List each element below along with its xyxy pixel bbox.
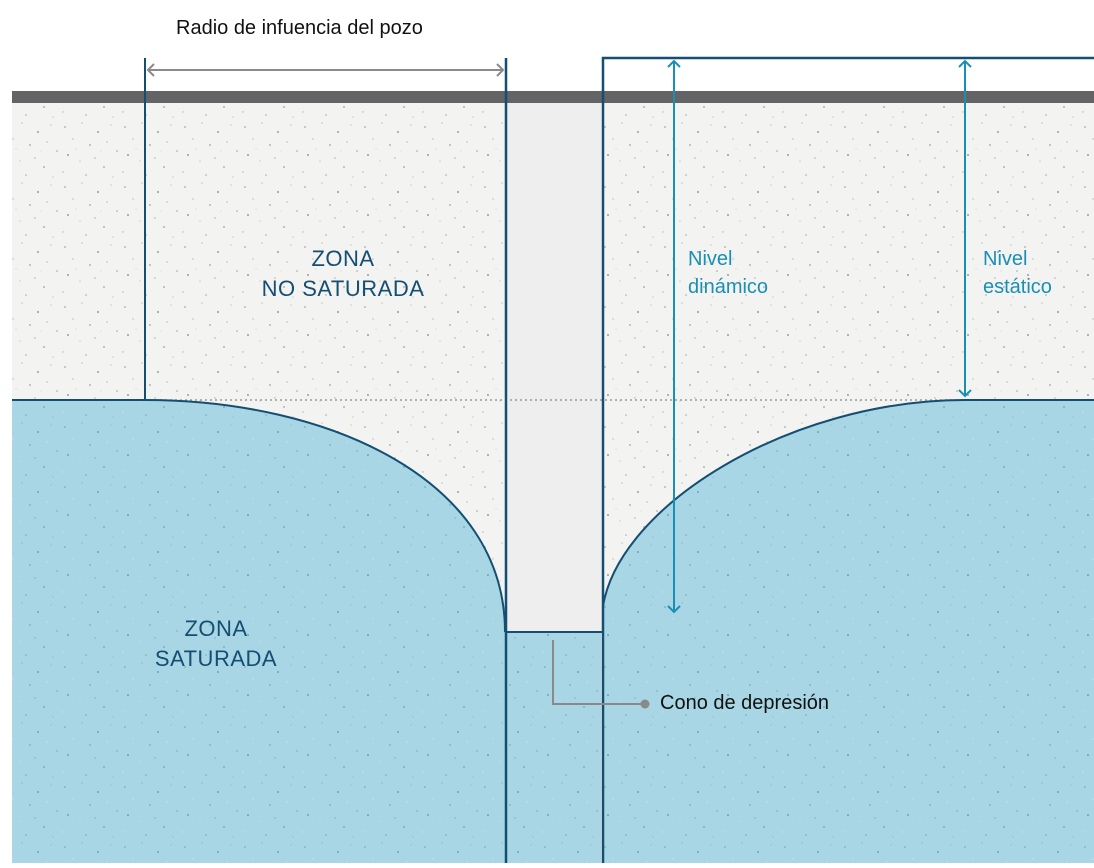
ground-surface [12, 91, 1094, 103]
well-wall-right [601, 56, 1094, 863]
cone-label-dot [640, 699, 650, 709]
cone-outline-right [602, 399, 1094, 607]
unsaturated-zone-label: ZONA NO SATURADA [226, 244, 460, 304]
cone-outline-left [12, 399, 506, 633]
unsaturated-zone-line-2: NO SATURADA [261, 276, 425, 301]
cone-label-leader [552, 640, 642, 705]
saturated-zone-right [603, 400, 1094, 863]
static-level-line-2: estático [983, 276, 1052, 298]
saturated-zone-left [12, 400, 505, 863]
saturated-zone-label: ZONA SATURADA [138, 614, 294, 674]
static-level-line-1: Nivel [983, 248, 1028, 270]
radius-title: Radio de infuencia del pozo [176, 17, 423, 39]
cone-of-depression-label: Cono de depresión [660, 692, 830, 714]
unsaturated-zone-line-1: ZONA [311, 246, 375, 271]
saturated-zone-line-1: ZONA [184, 616, 248, 641]
dynamic-level-label: Nivel dinámico [688, 245, 768, 301]
saturated-zone-line-2: SATURADA [154, 646, 278, 671]
dynamic-level-line-2: dinámico [688, 276, 769, 298]
dynamic-level-line-1: Nivel [688, 248, 733, 270]
well-casing [507, 103, 601, 632]
static-level-label: Nivel estático [983, 245, 1052, 301]
